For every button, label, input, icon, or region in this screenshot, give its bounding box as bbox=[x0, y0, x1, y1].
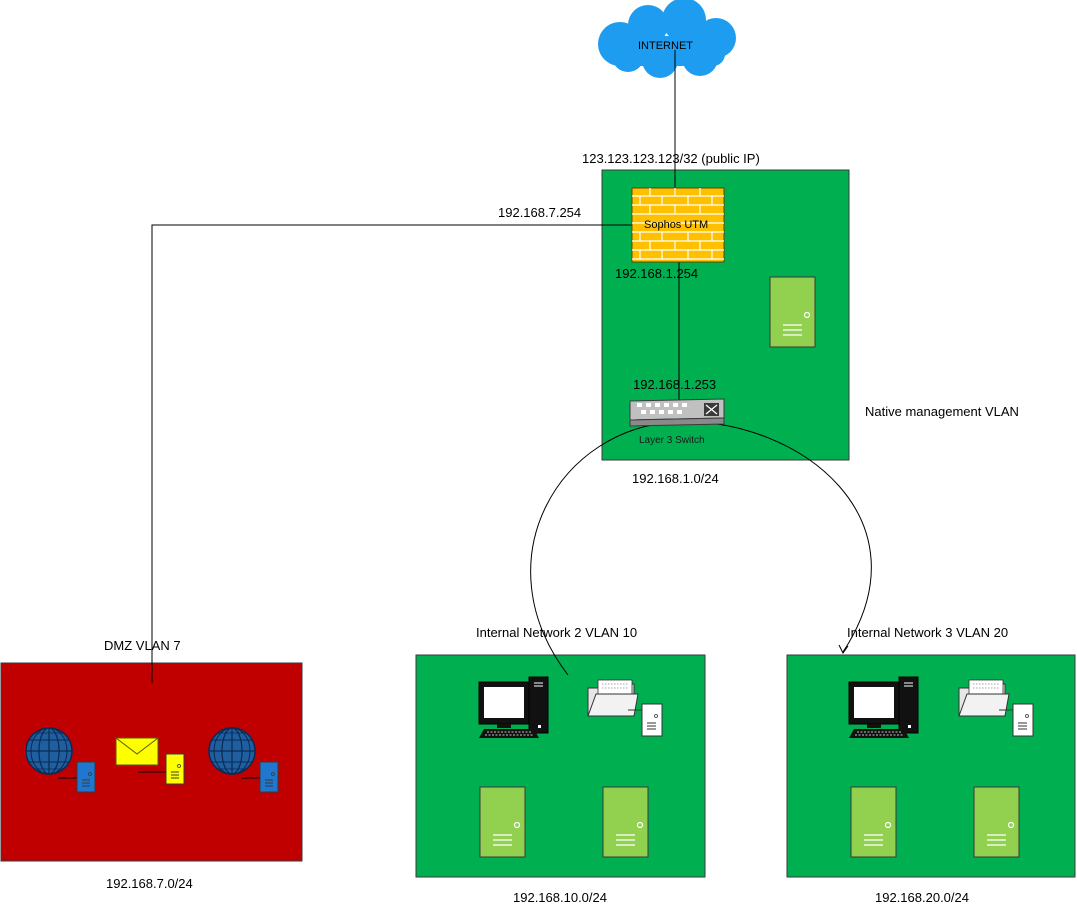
server-icon bbox=[850, 786, 897, 858]
arrowhead bbox=[838, 644, 849, 654]
server-icon bbox=[479, 786, 526, 858]
dmz-subnet-label: 192.168.7.0/24 bbox=[106, 876, 193, 891]
web-server-globe-icon bbox=[25, 727, 73, 775]
layer3-switch-icon bbox=[629, 398, 725, 427]
management-subnet-label: 192.168.1.0/24 bbox=[632, 471, 719, 486]
server-icon bbox=[973, 786, 1020, 858]
server-icon bbox=[602, 786, 649, 858]
firewall-label: Sophos UTM bbox=[644, 219, 709, 231]
internal-network-3-zone bbox=[786, 654, 1076, 878]
internet-cloud-icon bbox=[598, 0, 736, 78]
internal-network-3-title: Internal Network 3 VLAN 20 bbox=[847, 625, 1009, 640]
switch-label: Layer 3 Switch bbox=[639, 435, 705, 446]
firewall-dmz-ip-label: 192.168.7.254 bbox=[498, 205, 582, 220]
switch-to-internal-2-link bbox=[530, 421, 680, 676]
switch-ip-label: 192.168.1.253 bbox=[633, 377, 717, 392]
firewall-icon bbox=[631, 187, 725, 263]
mail-server-tower-icon bbox=[165, 753, 185, 785]
web-server-2-tower-icon bbox=[259, 761, 279, 793]
internal-network-2-subnet-label: 192.168.10.0/24 bbox=[513, 890, 607, 905]
web-server-2-globe-icon bbox=[208, 727, 256, 775]
public-ip-label: 123.123.123.123/32 (public IP) bbox=[582, 151, 760, 166]
web-server-tower-icon bbox=[76, 761, 96, 793]
firewall-inside-ip-label: 192.168.1.254 bbox=[615, 266, 699, 281]
switch-to-internal-3-link bbox=[678, 421, 872, 653]
management-server-icon bbox=[769, 276, 816, 348]
internal-network-2-title: Internal Network 2 VLAN 10 bbox=[476, 625, 638, 640]
internal-network-3-subnet-label: 192.168.20.0/24 bbox=[875, 890, 969, 905]
firewall-to-dmz-link bbox=[151, 224, 632, 683]
internal-network-2-zone bbox=[415, 654, 706, 878]
dmz-vlan-title: DMZ VLAN 7 bbox=[104, 638, 181, 653]
internet-label: INTERNET bbox=[638, 40, 693, 52]
management-vlan-title: Native management VLAN bbox=[865, 404, 1019, 419]
mail-envelope-icon bbox=[115, 737, 159, 766]
